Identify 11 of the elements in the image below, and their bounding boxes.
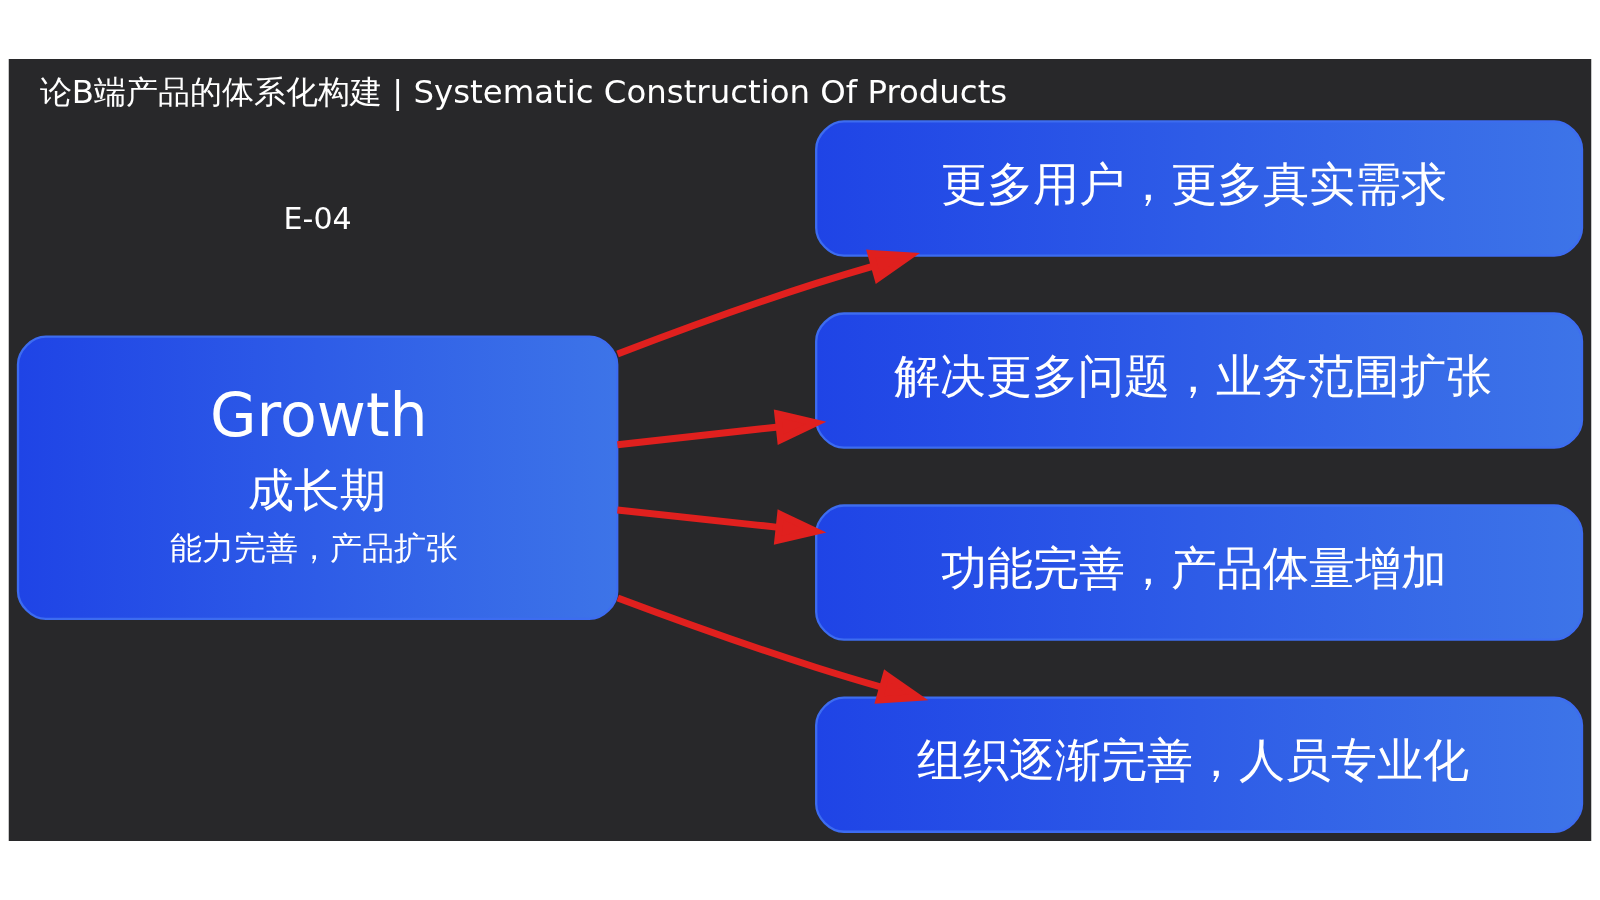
arrow: [617, 409, 827, 449]
node-box: 更多用户，更多真实需求: [815, 120, 1584, 257]
arrow: [616, 249, 921, 358]
node-box: 解决更多问题，业务范围扩张: [815, 312, 1584, 449]
arrow: [616, 594, 929, 704]
arrow: [617, 506, 827, 545]
label: E-04: [283, 200, 352, 236]
node-box: 功能完善，产品体量增加: [815, 504, 1584, 641]
diagram-title: 论B端产品的体系化构建 | Systematic Construction Of Products: [39, 73, 1008, 112]
node-box: 组织逐渐完善，人员专业化: [815, 696, 1584, 833]
node-box: Growth 成长期 能力完善，产品扩张: [16, 335, 619, 621]
